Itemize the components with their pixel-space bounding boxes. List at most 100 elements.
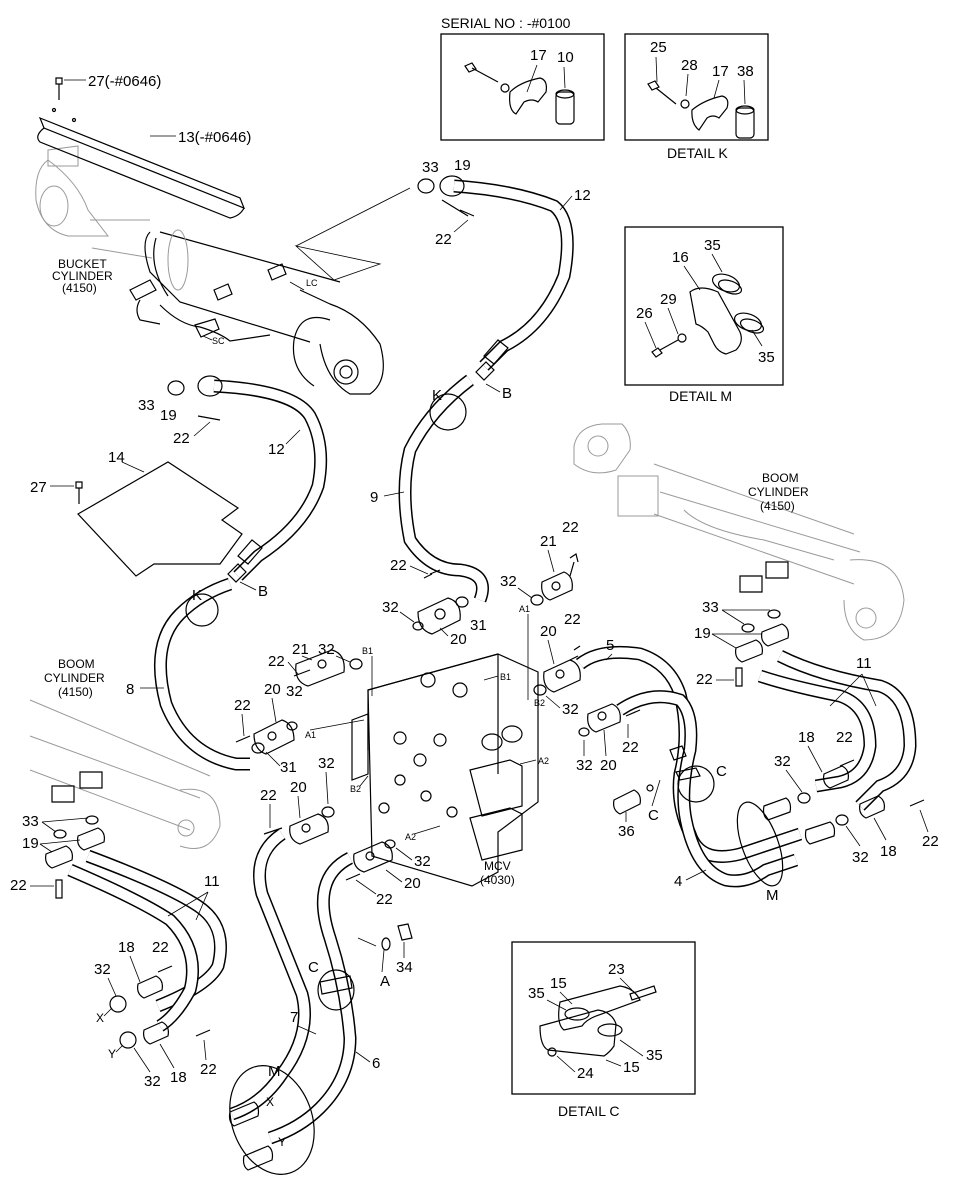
- detail-m-box: DETAIL M 16 35 29 26 35: [624, 226, 784, 404]
- pipe-9: K B 9: [370, 374, 512, 603]
- boom-l-line3: (4150): [58, 685, 93, 699]
- m-part-26: 26: [636, 305, 653, 322]
- callout-22-r: 22: [562, 519, 579, 536]
- c-part-35-left: 35: [528, 985, 545, 1002]
- plate-14: 14 27: [30, 449, 243, 577]
- mcv-flanges: 22 31 32 20 21 22 32 21 32 22 20: [234, 519, 641, 908]
- callout-11-br: 11: [856, 655, 872, 672]
- k-part-25: 25: [650, 39, 667, 56]
- callout-a: A: [380, 973, 390, 990]
- callout-18-bl: 18: [118, 939, 135, 956]
- callout-32-bl2: 32: [144, 1073, 161, 1090]
- callout-31-m1: 31: [470, 617, 487, 634]
- serial-detail-box: SERIAL NO : -#0100 17 10: [440, 15, 605, 141]
- k-part-28: 28: [681, 57, 698, 74]
- port-a2-bottom: A2: [405, 832, 416, 842]
- callout-19-left: 19: [160, 407, 177, 424]
- k-part-38: 38: [737, 63, 754, 80]
- serial-title: SERIAL NO : -#0100: [441, 15, 571, 31]
- m-part-29: 29: [660, 291, 677, 308]
- mcv-block: MCV (4030) B1 B1 A1 B2 A1 B2 A2 A2: [305, 604, 549, 887]
- callout-5: 5: [606, 637, 614, 654]
- callout-19-br: 19: [694, 625, 711, 642]
- callout-20-r3: 20: [600, 757, 617, 774]
- boom-l-line2: CYLINDER: [44, 671, 105, 685]
- port-a2-right: A2: [538, 756, 549, 766]
- callout-21-l: 21: [292, 641, 309, 658]
- m-part-16: 16: [672, 249, 689, 266]
- callout-19-top: 19: [454, 157, 471, 174]
- callout-22-top: 22: [435, 231, 452, 248]
- callout-k-top: K: [432, 387, 442, 404]
- callout-32-bl: 32: [94, 961, 111, 978]
- callout-18-bl2: 18: [170, 1069, 187, 1086]
- k-part-17: 17: [712, 63, 729, 80]
- c-part-15-top: 15: [550, 975, 567, 992]
- cover-plate-13: 27(-#0646) 13(-#0646): [37, 73, 251, 219]
- callout-33-br: 33: [702, 599, 719, 616]
- callout-18-br: 18: [798, 729, 815, 746]
- callout-33-left: 33: [138, 397, 155, 414]
- pipes-4-5: 5 4 M C 36 C: [575, 637, 836, 904]
- boom-cylinder-right: BOOM CYLINDER (4150): [573, 423, 905, 641]
- pipes-11-right: 33 19 22 11 18 22 32 32 18 22: [694, 599, 939, 866]
- detail-c-title: DETAIL C: [558, 1103, 619, 1119]
- lc-reference: [294, 187, 411, 281]
- bucket-cylinder: LC SC BUCKET CYLINDER (4150): [35, 145, 384, 395]
- callout-b-left: B: [258, 583, 268, 600]
- callout-20-mid: 20: [290, 779, 307, 796]
- callout-32-r2: 32: [562, 701, 579, 718]
- c-part-24: 24: [577, 1065, 594, 1082]
- callout-22-m1: 22: [390, 557, 407, 574]
- callout-22-br: 22: [696, 671, 713, 688]
- port-b2-right: B2: [534, 698, 545, 708]
- callout-32-l2: 32: [286, 683, 303, 700]
- callout-18-br2: 18: [880, 843, 897, 860]
- c-part-15-bottom: 15: [623, 1059, 640, 1076]
- callout-c-mid: C: [648, 807, 659, 824]
- callout-22-l2: 22: [234, 697, 251, 714]
- callout-22-br3: 22: [922, 833, 939, 850]
- port-b2-left: B2: [350, 784, 361, 794]
- callout-m-bottom: M: [268, 1063, 281, 1080]
- callout-32-r: 32: [500, 573, 517, 590]
- bucket-cyl-line3: (4150): [62, 281, 97, 295]
- callout-6: 6: [372, 1055, 380, 1072]
- port-a1-top: A1: [519, 604, 530, 614]
- callout-11-bl: 11: [204, 873, 220, 890]
- callout-12-top: 12: [574, 187, 591, 204]
- detail-k-title: DETAIL K: [667, 145, 728, 161]
- mcv-line2: (4030): [480, 873, 515, 887]
- boom-cylinder-left: BOOM CYLINDER (4150): [29, 657, 221, 849]
- detail-m-title: DETAIL M: [669, 388, 732, 404]
- c-part-23: 23: [608, 961, 625, 978]
- c-part-35-right: 35: [646, 1047, 663, 1064]
- port-sc: SC: [212, 336, 225, 346]
- callout-13: 13(-#0646): [178, 129, 251, 146]
- detail-k-box: DETAIL K 25 28 17 38: [624, 33, 769, 161]
- serial-part-10: 10: [557, 49, 574, 66]
- callout-c-right: C: [716, 763, 727, 780]
- callout-32-br: 32: [774, 753, 791, 770]
- callout-33-bl: 33: [22, 813, 39, 830]
- callout-19-bl: 19: [22, 835, 39, 852]
- callout-b-top: B: [502, 385, 512, 402]
- callout-36: 36: [618, 823, 635, 840]
- callout-y: Y: [108, 1047, 116, 1061]
- callout-22-bl: 22: [10, 877, 27, 894]
- callout-22-mcv: 22: [376, 891, 393, 908]
- bucket-cyl-line1: BUCKET: [58, 257, 107, 271]
- callout-32-br2: 32: [852, 849, 869, 866]
- port-a1-left: A1: [305, 730, 316, 740]
- callout-34: 34: [396, 959, 413, 976]
- boom-r-line3: (4150): [760, 499, 795, 513]
- boom-r-line1: BOOM: [762, 471, 799, 485]
- callout-22-l: 22: [268, 653, 285, 670]
- callout-k-left: K: [192, 587, 202, 604]
- callout-22-r3: 22: [622, 739, 639, 756]
- callout-32-mid: 32: [318, 755, 335, 772]
- callout-32-r3: 32: [576, 757, 593, 774]
- callout-20-m1: 20: [450, 631, 467, 648]
